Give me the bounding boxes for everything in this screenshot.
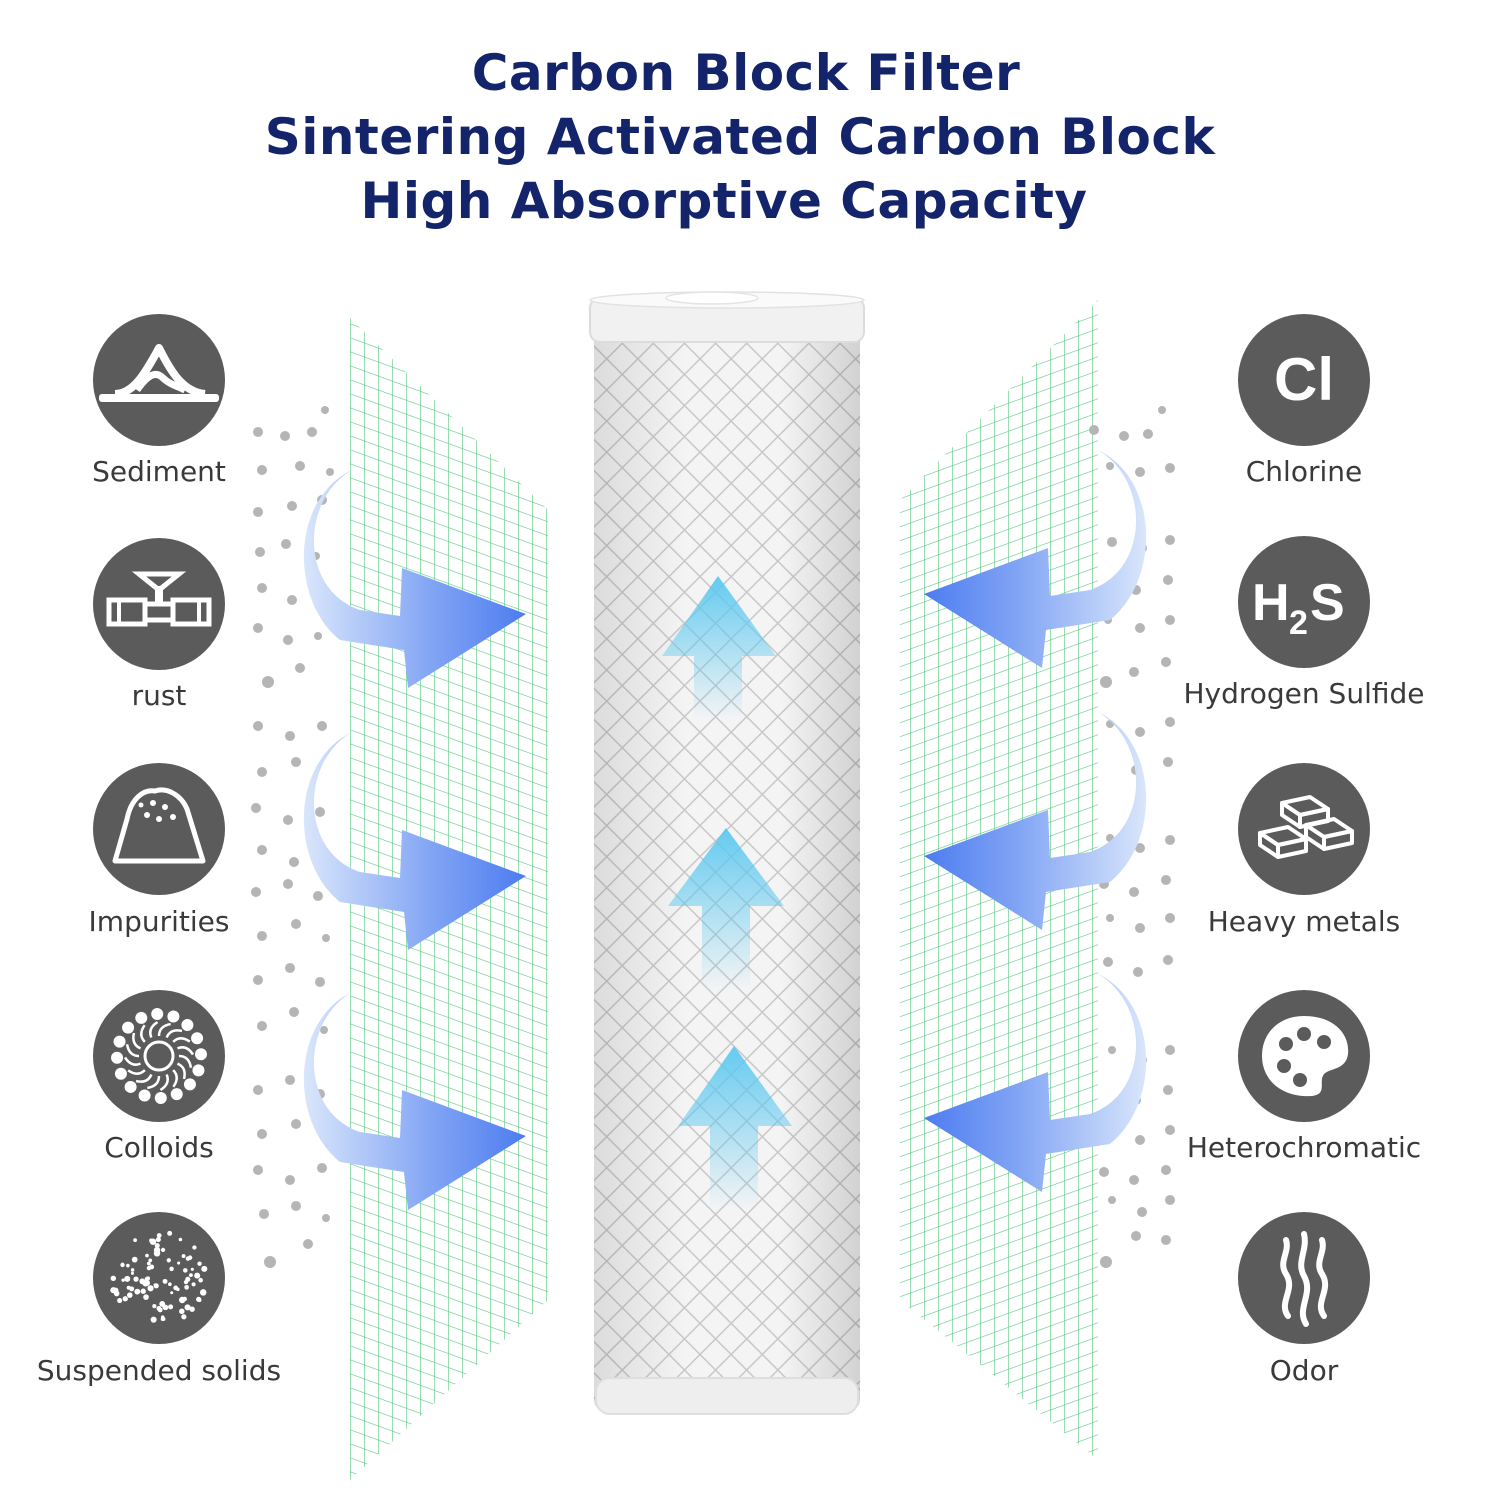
heterochromatic-label: Heterochromatic xyxy=(1186,1131,1422,1164)
sediment-label: Sediment xyxy=(92,455,226,488)
title-line-3: High Absorptive Capacity xyxy=(360,172,1088,230)
colloid-particle-icon xyxy=(93,990,225,1122)
upward-flow-arrows xyxy=(662,576,792,1210)
impurities-pile-icon xyxy=(93,763,225,895)
title-line-2: Sintering Activated Carbon Block xyxy=(264,108,1216,166)
sediment-icon xyxy=(93,314,225,446)
svg-text:2: 2 xyxy=(1289,604,1308,642)
hydrogen-sulfide-formula-icon: H 2 S xyxy=(1238,536,1370,668)
rusty-pipe-valve-icon xyxy=(93,538,225,670)
svg-text:Cl: Cl xyxy=(1274,346,1334,413)
chlorine-label: Chlorine xyxy=(1245,455,1363,488)
suspended-solids-icon xyxy=(93,1212,225,1344)
right-inflow-arrows xyxy=(924,450,1147,1192)
title-line-1: Carbon Block Filter xyxy=(471,44,1021,102)
left-inflow-arrows xyxy=(303,470,526,1210)
suspended-solids-label: Suspended solids xyxy=(36,1354,282,1387)
svg-text:S: S xyxy=(1310,574,1345,632)
impurities-label: Impurities xyxy=(88,905,230,938)
rust-label: rust xyxy=(131,679,187,712)
odor-label: Odor xyxy=(1269,1354,1339,1387)
svg-text:H: H xyxy=(1252,574,1290,632)
heavy-metals-label: Heavy metals xyxy=(1207,905,1401,938)
colloids-label: Colloids xyxy=(104,1131,214,1164)
odor-waves-icon xyxy=(1238,1212,1370,1344)
chlorine-symbol-icon: Cl xyxy=(1238,314,1370,446)
hydrogen-sulfide-label: Hydrogen Sulfide xyxy=(1183,677,1425,710)
color-palette-icon xyxy=(1238,990,1370,1122)
metal-bars-icon xyxy=(1238,763,1370,895)
